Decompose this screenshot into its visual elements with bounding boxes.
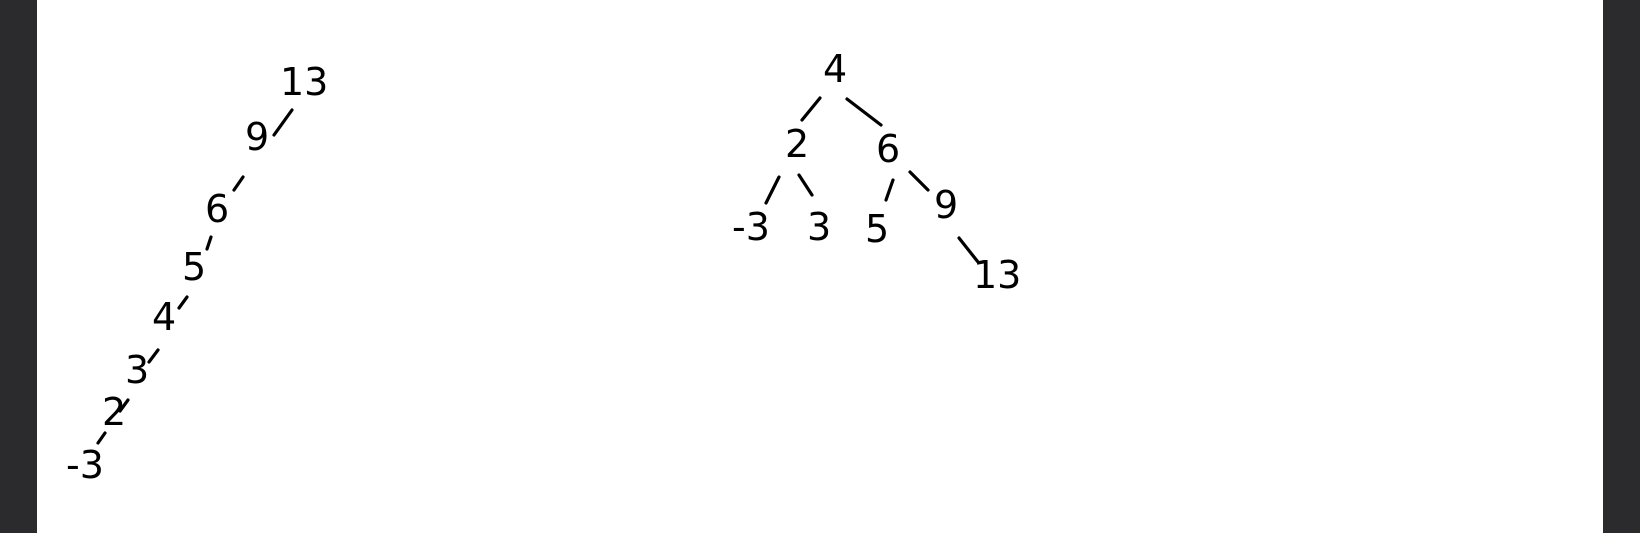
edge-6-5: [884, 178, 895, 202]
edge-4-6: [845, 97, 883, 127]
edge-4-2: [800, 96, 822, 122]
tree-node-6: 6: [876, 127, 900, 171]
edge-6-9: [908, 170, 930, 192]
edge-6-5: [205, 235, 213, 251]
edge-5-4: [177, 295, 189, 310]
edge-2-3: [797, 173, 814, 197]
edge-2-m3: [764, 175, 781, 205]
chain-node-5: 5: [182, 245, 206, 289]
left-chain-diagram: 13 9 6 5 4 3 2 -3: [66, 60, 328, 487]
edge-3-2: [118, 398, 130, 413]
tree-node-9: 9: [934, 183, 958, 227]
edge-4-3: [147, 348, 160, 364]
tree-node-m3: -3: [732, 205, 770, 249]
chain-node-6: 6: [205, 187, 229, 231]
tree-node-4: 4: [823, 47, 847, 91]
tree-node-2: 2: [785, 122, 809, 166]
tree-node-3: 3: [807, 205, 831, 249]
chain-node-13: 13: [280, 60, 328, 104]
edge-2-m3: [96, 431, 107, 445]
edge-9-13: [957, 236, 980, 264]
chain-node-m3: -3: [66, 443, 104, 487]
chain-node-4: 4: [152, 295, 176, 339]
tree-node-5: 5: [865, 207, 889, 251]
chain-node-3: 3: [125, 348, 149, 392]
drawing-page: 13 9 6 5 4 3 2 -3 4 2 6 -3: [37, 0, 1603, 533]
drawing-canvas: 13 9 6 5 4 3 2 -3 4 2 6 -3: [66, 47, 1021, 487]
chain-node-9: 9: [245, 115, 269, 159]
edge-13-9: [272, 108, 294, 137]
right-tree-diagram: 4 2 6 -3 3 5 9 13: [732, 47, 1021, 297]
chain-node-2: 2: [102, 390, 126, 434]
edge-9-6: [232, 175, 245, 192]
tree-node-13: 13: [973, 253, 1021, 297]
